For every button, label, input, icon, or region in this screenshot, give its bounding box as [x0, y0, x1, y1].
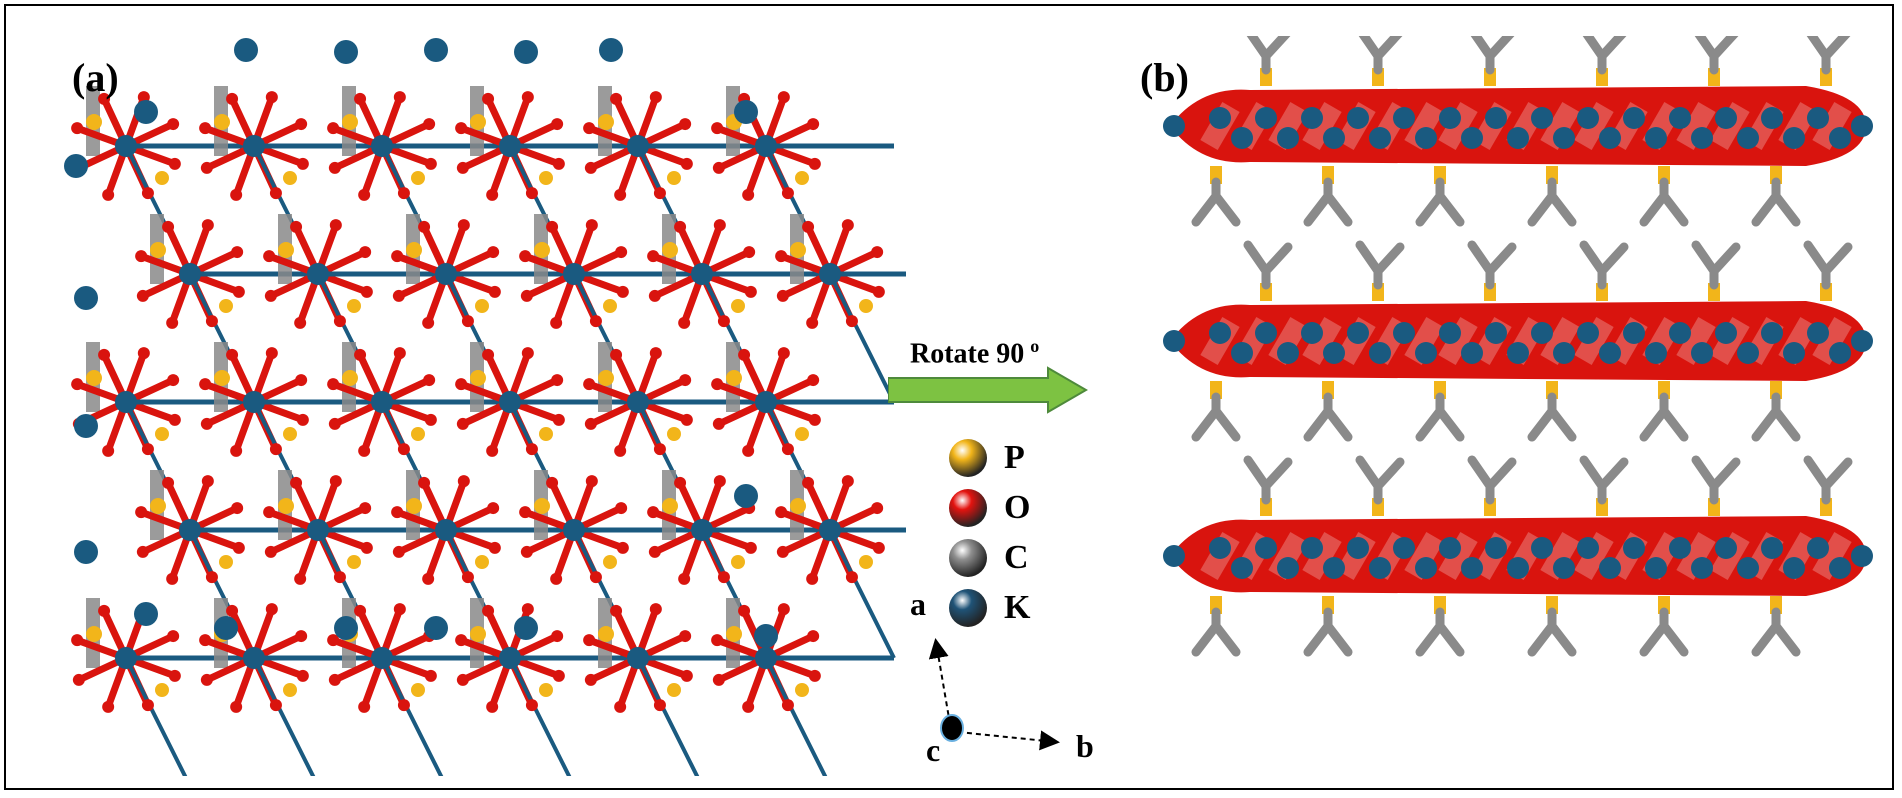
axis-b-label: b [1076, 728, 1094, 764]
b-axis-arrow [957, 730, 1060, 751]
axes-arrows [928, 638, 1060, 751]
atom-layer [64, 38, 885, 713]
rotate-arrow-icon [888, 366, 1088, 414]
atom-ball-icon [949, 439, 987, 477]
layer-1 [1163, 36, 1873, 227]
atom-ball-icon [949, 539, 987, 577]
layer-2 [1163, 240, 1873, 442]
legend-symbol: C [1004, 539, 1029, 576]
legend-item-k: K [946, 586, 1106, 634]
c-axis-dot [940, 714, 964, 742]
legend-item-p: P [946, 436, 1106, 484]
legend-item-o: O [946, 486, 1106, 534]
axis-a-label: a [910, 586, 926, 622]
panel-a-crystal-structure: (a) [46, 36, 906, 776]
atom-ball-icon [949, 589, 987, 627]
legend-symbol: O [1004, 489, 1031, 526]
layered-structure-view [1163, 36, 1873, 657]
a-axis-arrow [928, 638, 951, 725]
panel-b-label: (b) [1140, 55, 1189, 100]
panel-a-label: (a) [72, 55, 119, 100]
panel-b-rotated-layers: (b) [1136, 36, 1886, 776]
atom-ball-icon [949, 489, 987, 527]
legend-symbol: P [1004, 439, 1025, 476]
legend-symbol: K [1004, 589, 1031, 626]
legend-item-c: C [946, 536, 1106, 584]
layer-3 [1163, 455, 1873, 657]
axis-c-label: c [926, 732, 941, 768]
rotate-degree-symbol: o [1030, 336, 1040, 356]
crystal-axes: a b c [896, 586, 1116, 768]
crystal-lattice-view [64, 38, 906, 776]
rotate-label-text: Rotate 90 [910, 338, 1025, 370]
